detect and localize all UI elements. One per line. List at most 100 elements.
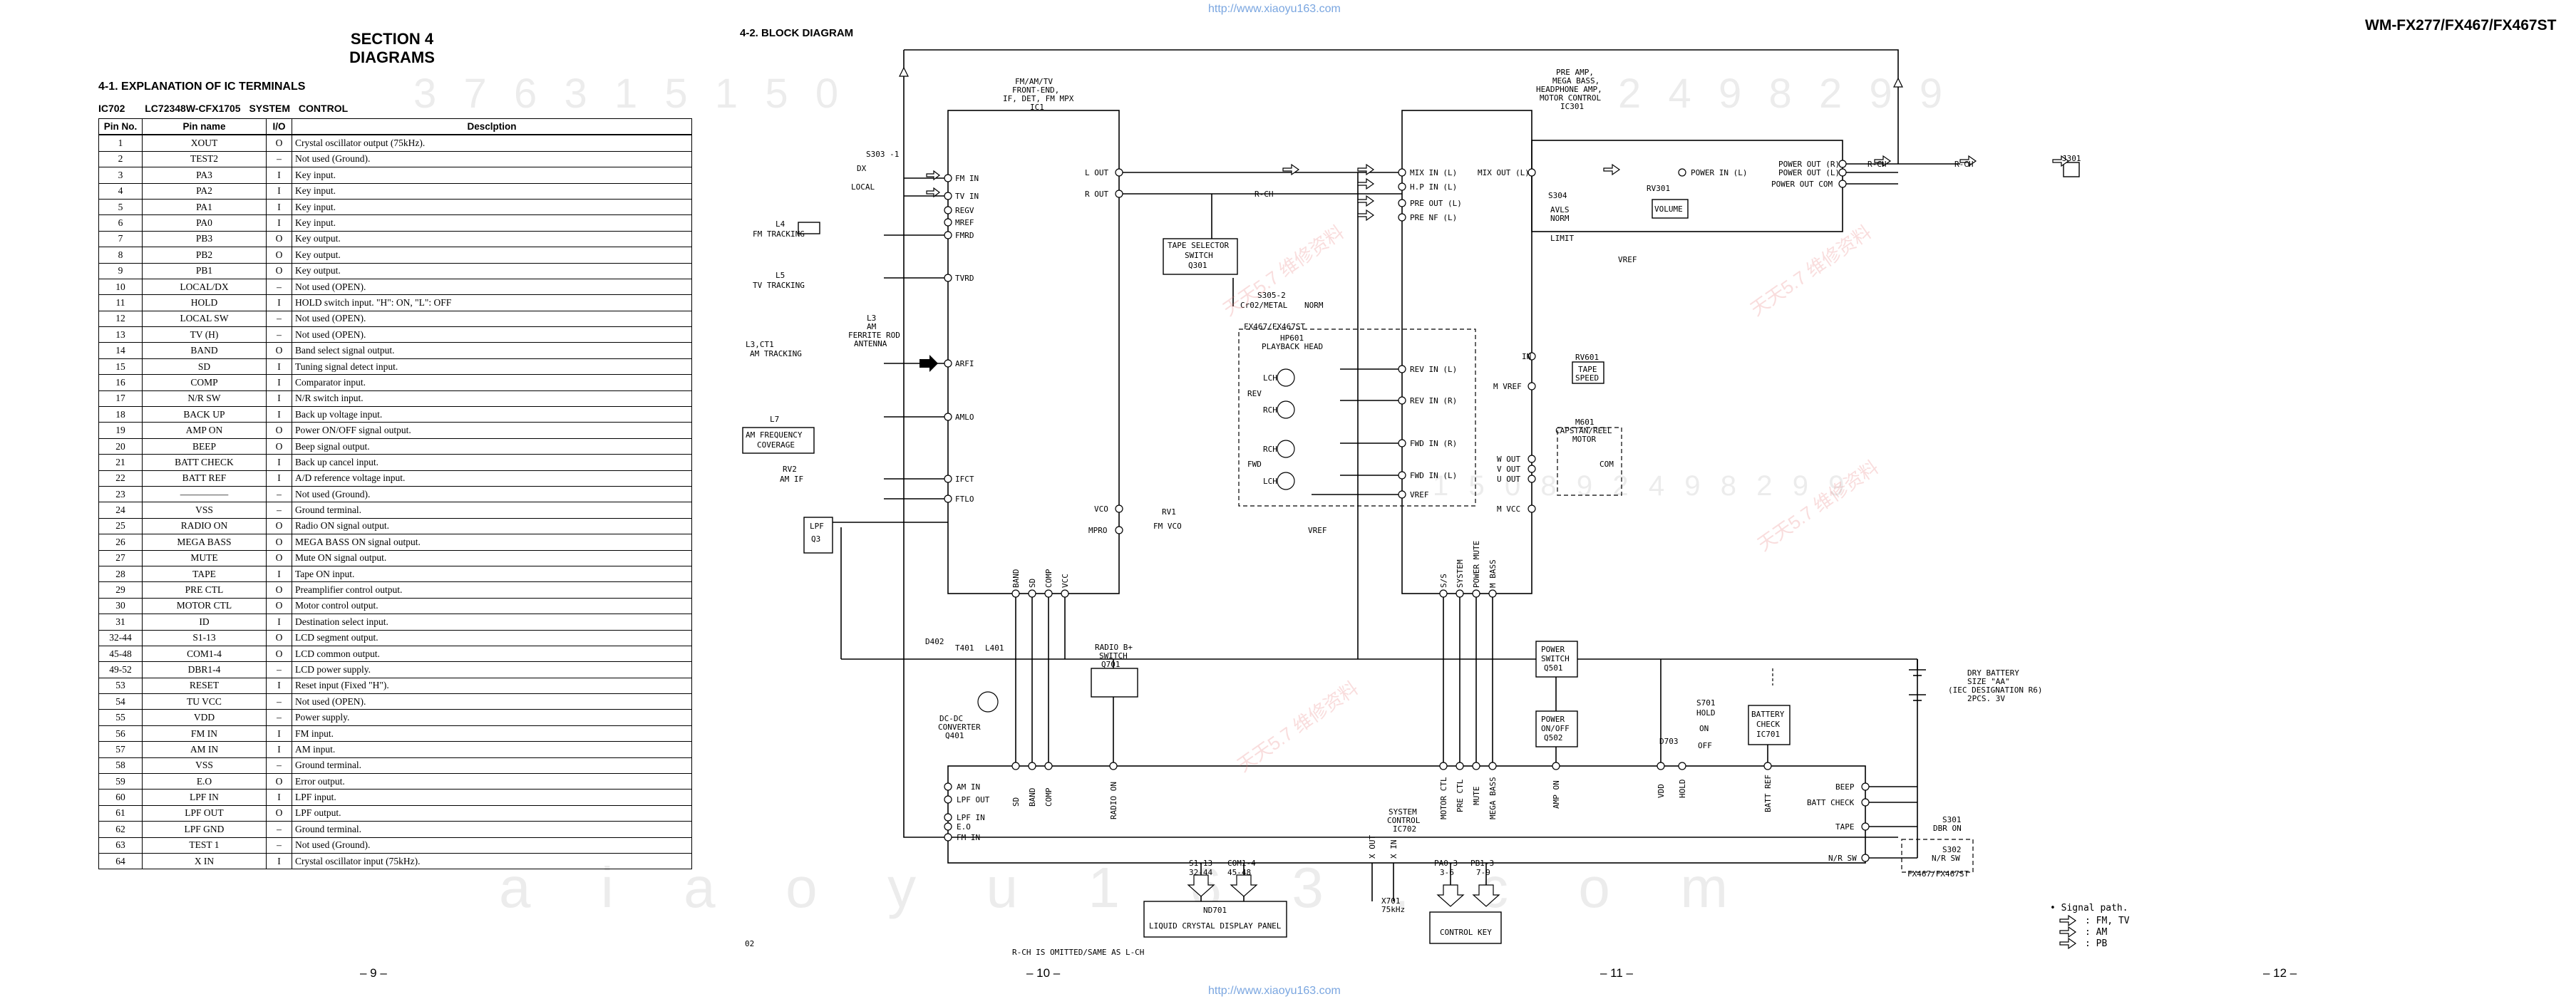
x701-label: X701 <box>1381 896 1401 906</box>
page-number-11: – 11 – <box>1600 966 1634 980</box>
ic301-pin-pre-nf: PRE NF (L) <box>1410 213 1457 222</box>
pin-name-cell: DBR1-4 <box>142 661 267 678</box>
pin-no-cell: 14 <box>98 342 143 359</box>
pin-name-cell: BAND <box>142 342 267 359</box>
bus-7-9: 7-9 <box>1476 868 1490 877</box>
pin-no-cell: 23 <box>98 485 143 503</box>
pin-no-cell: 27 <box>98 549 143 566</box>
jack-rch-2: R-CH <box>1954 160 1974 169</box>
legend-fm: : FM, TV <box>2085 916 2130 926</box>
ic1-title-1: FRONT-END, <box>1012 86 1059 95</box>
pin-name-cell: LOCAL/DX <box>142 278 267 296</box>
l5-desc: TV TRACKING <box>753 281 805 290</box>
pin-no-cell: 32-44 <box>98 629 143 646</box>
legend-am: : AM <box>2085 927 2107 938</box>
pin-name-cell: AMP ON <box>142 422 267 439</box>
pwr-onoff-1: ON/OFF <box>1541 724 1570 733</box>
ic702-pin-amp-on: AMP ON <box>1552 780 1561 809</box>
rv2-label: RV2 <box>783 465 797 474</box>
io-cell: I <box>266 182 292 200</box>
pin-no-cell: 3 <box>98 167 143 184</box>
dcdc-0: DC-DC <box>939 714 963 723</box>
ic1-title-3: IC1 <box>1030 103 1044 112</box>
head-model: FX467/FX467ST <box>1244 322 1305 331</box>
playback-head-group <box>1238 328 1476 507</box>
footer-url[interactable]: http://www.xiaoyu163.com <box>1208 985 1341 997</box>
s302-group <box>1901 839 1974 873</box>
block-diagram-title: 4-2. BLOCK DIAGRAM <box>740 27 854 39</box>
m601-label: M601 <box>1575 418 1594 427</box>
pwr-onoff-0: POWER <box>1541 715 1565 724</box>
rv601-speed: SPEED <box>1575 373 1599 383</box>
pwr-sw-1: SWITCH <box>1541 654 1570 663</box>
ic702-pin-radio-on: RADIO ON <box>1109 782 1118 819</box>
dcdc-2: Q401 <box>945 731 964 740</box>
bus-com1-4: COM1-4 <box>1227 859 1256 868</box>
ic1-title-0: FM/AM/TV <box>1015 77 1053 86</box>
ic702-pin-motor-ctl: MOTOR CTL <box>1439 777 1448 819</box>
rv1-label: RV1 <box>1162 507 1176 517</box>
ic301-pin-rev-in-l: REV IN (L) <box>1410 365 1457 374</box>
battery-1: SIZE "AA" <box>1967 677 2010 686</box>
pin-no-cell: 18 <box>98 406 143 423</box>
pin-name-cell: PA1 <box>142 198 267 216</box>
lpf-label: LPF <box>810 522 824 531</box>
dcdc-1: CONVERTER <box>938 723 981 732</box>
pin-no-cell: 22 <box>98 470 143 487</box>
l4-label: L4 <box>776 219 785 229</box>
dcdc-l401: L401 <box>985 643 1004 653</box>
pin-no-cell: 57 <box>98 741 143 758</box>
s701-label: S701 <box>1696 698 1716 708</box>
ic702-pin-eo: E.O <box>957 822 971 832</box>
pin-no-cell: 11 <box>98 294 143 311</box>
head-rch-fwd: RCH <box>1263 445 1277 454</box>
dcdc-d402: D402 <box>925 637 944 646</box>
m601-com: COM <box>1599 460 1614 469</box>
l7-label: L7 <box>770 415 779 424</box>
ic702-pin-comp: COMP <box>1044 787 1053 807</box>
section-title: SECTION 4 DIAGRAMS <box>314 30 470 67</box>
col-pin-no: Pin No. <box>98 118 143 136</box>
head-hp601: HP601 <box>1280 333 1304 343</box>
rv2-desc: AM IF <box>780 475 803 484</box>
ic1-pin-vco: VCO <box>1094 504 1108 514</box>
footnote: R-CH IS OMITTED/SAME AS L-CH <box>1012 948 1144 957</box>
ic1-pin-regv: REGV <box>955 206 974 215</box>
keys-label: CONTROL KEY <box>1440 928 1492 937</box>
l7-desc-1: AM FREQUENCY <box>746 430 803 440</box>
ic301-title-1: MEGA BASS, <box>1552 76 1599 86</box>
ic702-name-1: CONTROL <box>1387 816 1421 825</box>
m601-desc: CAPSTAN/REEL <box>1555 426 1612 435</box>
description-cell: Key output. <box>292 247 692 264</box>
s304-label: S304 <box>1548 191 1567 200</box>
head-lch-rev: LCH <box>1263 373 1277 383</box>
s301-dbr: DBR ON <box>1933 824 1962 833</box>
ic301-pin-mix-in: MIX IN (L) <box>1410 168 1457 177</box>
head-fwd: FWD <box>1247 460 1262 469</box>
header-url[interactable]: http://www.xiaoyu163.com <box>1208 3 1341 15</box>
head-vref: VREF <box>1308 526 1327 535</box>
pwr-sw-2: Q501 <box>1544 663 1563 673</box>
l3-antenna: ANTENNA <box>854 339 887 348</box>
description-cell: Comparator input. <box>292 374 692 391</box>
s701-hold: HOLD <box>1696 708 1716 718</box>
pin-name-cell: VSS <box>142 757 267 775</box>
pin-name-cell: S1-13 <box>142 629 267 646</box>
pwr-onoff-2: Q502 <box>1544 733 1563 742</box>
batt-chk-2: IC701 <box>1756 730 1780 739</box>
s304-avls: AVLS <box>1550 205 1570 214</box>
x701-freq: 75kHz <box>1381 905 1405 914</box>
ic702-pin-tape: TAPE <box>1835 822 1855 832</box>
